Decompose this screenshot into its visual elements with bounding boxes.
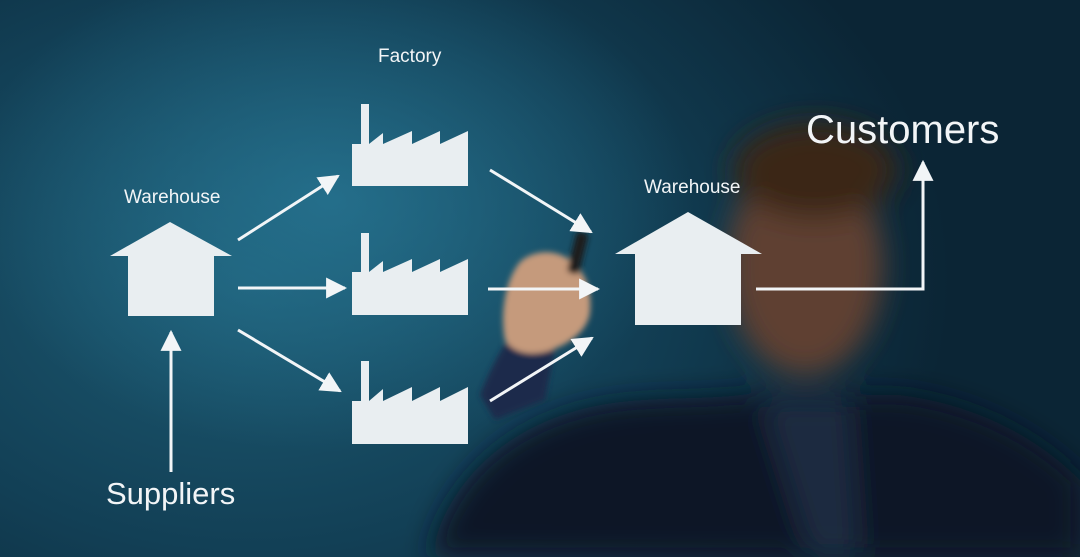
factory-icon bbox=[352, 361, 468, 444]
arrow-factory-bottom-to-warehouse bbox=[489, 336, 594, 403]
factory-icon bbox=[352, 104, 468, 186]
factory-label: Factory bbox=[378, 46, 442, 67]
arrow-warehouse-to-factory-bottom bbox=[237, 328, 342, 393]
blurred-person bbox=[430, 122, 1080, 557]
arrow-factory-top-to-warehouse bbox=[489, 168, 593, 234]
warehouse-left-label: Warehouse bbox=[124, 187, 221, 208]
customers-label: Customers bbox=[806, 108, 1000, 152]
arrow-warehouse-to-customers bbox=[756, 159, 934, 291]
house-icon bbox=[615, 212, 762, 325]
arrow-warehouse-to-factory-top bbox=[237, 174, 340, 242]
hand-with-marker bbox=[480, 231, 591, 420]
flow-arrows bbox=[160, 159, 934, 472]
factory-icon bbox=[352, 233, 468, 315]
house-icon bbox=[110, 222, 232, 316]
suppliers-label: Suppliers bbox=[106, 476, 236, 511]
warehouse-right-label: Warehouse bbox=[644, 177, 741, 198]
